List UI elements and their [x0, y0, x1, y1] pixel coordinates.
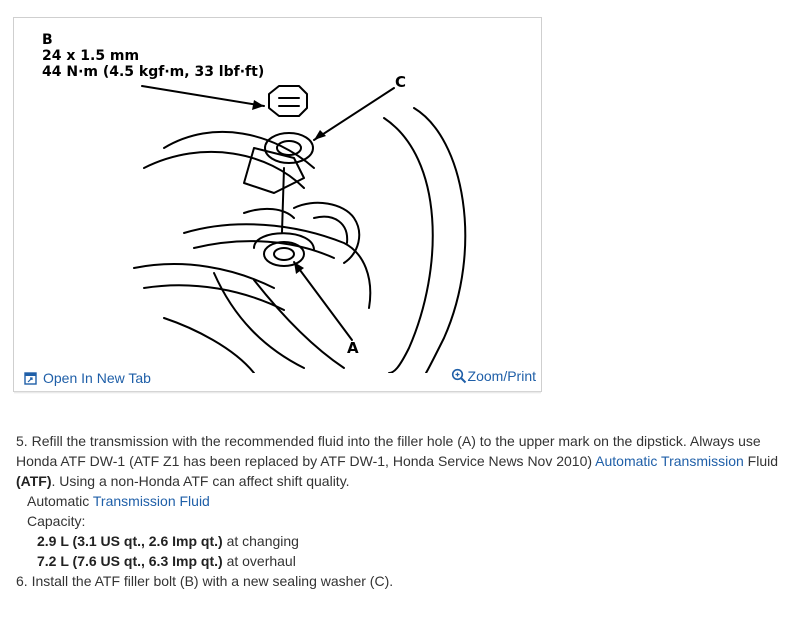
capacity-overhaul-value: 7.2 L (7.6 US qt., 6.3 Imp qt.) — [37, 553, 223, 569]
open-new-tab-icon — [24, 371, 37, 385]
bolt-torque-spec: 44 N·m (4.5 kgf·m, 33 lbf·ft) — [42, 64, 265, 80]
step-5-fluid-word: Fluid — [747, 453, 779, 469]
atf-abbreviation: (ATF) — [16, 473, 52, 489]
step-6-number: 6. — [16, 573, 28, 589]
capacity-overhaul-text: at overhaul — [226, 553, 296, 569]
capacity-changing: 2.9 L (3.1 US qt., 2.6 Imp qt.) at chang… — [13, 531, 788, 551]
capacity-changing-text: at changing — [226, 533, 299, 549]
step-6-text: Install the ATF filler bolt (B) with a n… — [31, 573, 394, 589]
zoom-print-label: Zoom/Print — [467, 368, 536, 384]
callout-a: A — [347, 339, 359, 357]
bolt-size-spec: 24 x 1.5 mm — [42, 48, 140, 64]
step-6: 6. Install the ATF filler bolt (B) with … — [13, 571, 788, 591]
transmission-fluid-link[interactable]: Transmission Fluid — [92, 493, 210, 509]
step-5: 5. Refill the transmission with the reco… — [13, 431, 788, 491]
step-5-text-end: . Using a non-Honda ATF can affect shift… — [51, 473, 350, 489]
open-in-new-tab-link[interactable]: Open In New Tab — [24, 370, 151, 386]
capacity-changing-value: 2.9 L (3.1 US qt., 2.6 Imp qt.) — [37, 533, 223, 549]
fluid-label: Automatic — [27, 493, 90, 509]
figure-card: B 24 x 1.5 mm 44 N·m (4.5 kgf·m, 33 lbf·… — [13, 17, 542, 394]
callout-b: B — [42, 32, 53, 48]
capacity-label: Capacity: — [27, 513, 86, 529]
fluid-type-line: Automatic Transmission Fluid — [13, 491, 788, 511]
procedure-steps: 5. Refill the transmission with the reco… — [13, 431, 788, 591]
callout-c: C — [395, 73, 407, 91]
step-5-number: 5. — [16, 433, 28, 449]
automatic-transmission-link[interactable]: Automatic Transmission — [595, 453, 744, 469]
step-5-text: Refill the transmission with the recomme… — [16, 433, 761, 469]
capacity-overhaul: 7.2 L (7.6 US qt., 6.3 Imp qt.) at overh… — [13, 551, 788, 571]
zoom-print-link[interactable]: Zoom/Print — [451, 368, 536, 384]
zoom-magnifier-icon — [451, 368, 466, 384]
open-in-new-tab-label: Open In New Tab — [43, 370, 151, 386]
transmission-diagram — [133, 85, 467, 373]
